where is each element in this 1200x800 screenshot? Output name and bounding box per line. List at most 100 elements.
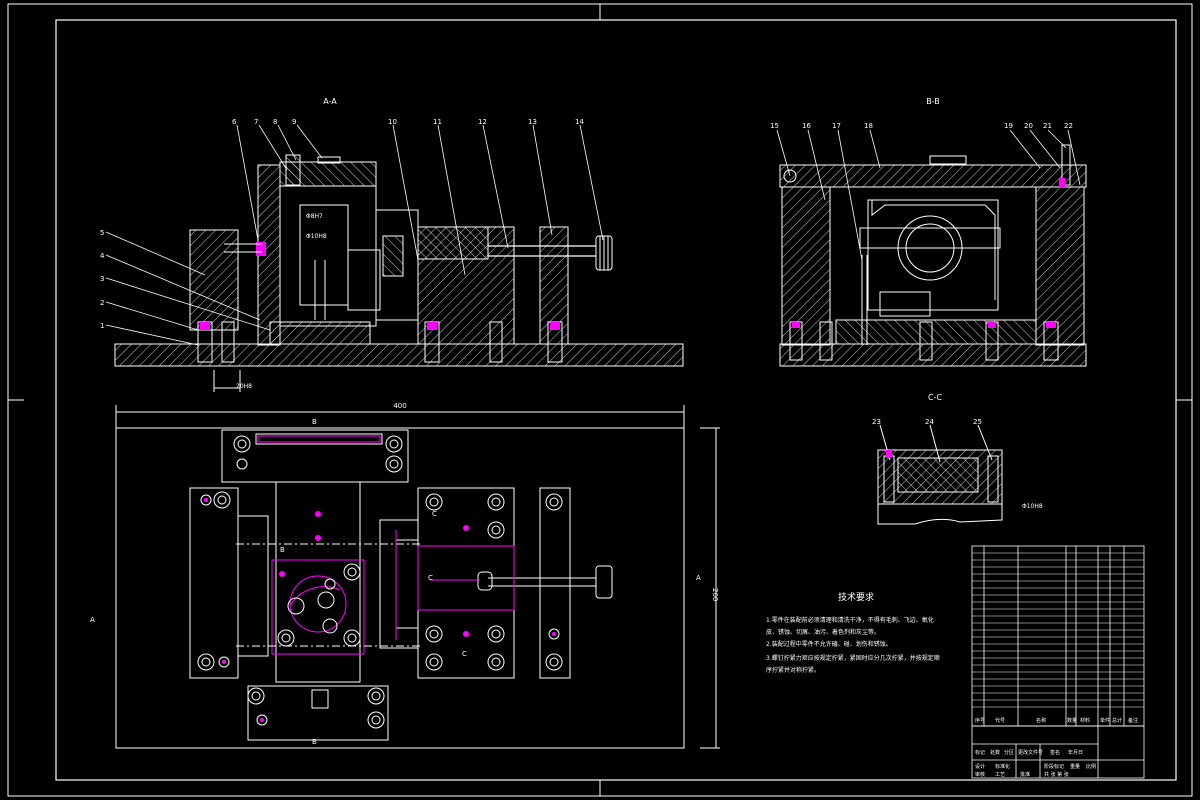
dim-tolerance-2: Φ10H8 [306, 233, 327, 240]
section-b-top: B [312, 418, 317, 426]
sign-date: 年月日 [1068, 749, 1083, 756]
balloon-16: 16 [802, 122, 811, 130]
tb-stage: 阶段标记 [1044, 763, 1064, 770]
plan-fasteners [197, 435, 563, 729]
tb-process: 工艺 [995, 772, 1005, 778]
balloon-13: 13 [528, 118, 537, 126]
base-plate [114, 343, 684, 367]
plan-accents [257, 435, 515, 640]
balloon-6: 6 [232, 118, 237, 126]
balloon-14: 14 [575, 118, 584, 126]
bom-rows [972, 552, 1144, 708]
hdr-qty: 数量 [1067, 717, 1077, 724]
balloon-3: 3 [100, 275, 104, 283]
sign-sign: 签名 [1050, 749, 1060, 756]
view-b-label: B-B [926, 97, 940, 106]
balloon-21: 21 [1043, 122, 1052, 130]
tech-line-1: 1.零件在装配前必须清理和清洗干净，不得有毛刺、飞边、氧化 [766, 616, 934, 624]
tech-line-2: 皮、锈蚀、切屑、油污、着色剂和灰尘等。 [766, 628, 880, 636]
sign-zone: 分区 [1004, 749, 1014, 756]
plan-view: 400 260 [115, 402, 720, 749]
balloons-view-b [776, 129, 1081, 261]
dim-bottom: 20H8 [236, 383, 252, 390]
title-block [971, 725, 1145, 779]
tb-sheet: 共 张 第 张 [1044, 771, 1069, 778]
center-plate [271, 559, 365, 655]
balloon-12: 12 [478, 118, 487, 126]
section-b-bottom: B [312, 738, 317, 746]
section-marks: A A B B C C B C [90, 418, 701, 746]
balloon-labels-c: 23 24 25 [872, 418, 982, 426]
hdr-code: 代号 [995, 717, 1005, 724]
view-a-label: A-A [323, 97, 337, 106]
b-top-bar [779, 164, 1087, 188]
dim-tolerance-c: Φ10H8 [1022, 503, 1043, 510]
tech-line-5: 序拧紧并对称拧紧。 [766, 666, 820, 674]
support-plate [269, 321, 371, 345]
section-b-mid: B [280, 546, 285, 554]
c-accent-mark [886, 450, 892, 458]
tb-scale: 比例 [1086, 763, 1096, 770]
hdr-total: 总计 [1112, 717, 1122, 724]
tech-line-3: 2.装配过程中零件不允许磕、碰、划伤和锈蚀。 [766, 640, 892, 648]
tb-check: 审核 [975, 771, 985, 778]
b-accent-marks [792, 178, 1065, 328]
view-c-section: C-C Φ10H8 [877, 393, 1043, 525]
inner-border [55, 19, 1177, 781]
balloon-1: 1 [100, 322, 104, 330]
dim-tolerance-1: Φ8H7 [306, 213, 323, 220]
balloon-2: 2 [100, 299, 104, 307]
balloon-9: 9 [292, 118, 296, 126]
dim-plan-height: 260 [711, 588, 719, 601]
balloon-8: 8 [273, 118, 277, 126]
b-right-pillar [1035, 186, 1085, 346]
dim-overall-width: 400 [393, 402, 406, 410]
hdr-remark: 备注 [1128, 717, 1138, 724]
tb-approve: 批准 [1020, 771, 1030, 778]
balloon-4: 4 [100, 252, 105, 260]
b-base [779, 343, 1087, 367]
section-a-left: A [90, 616, 95, 624]
balloon-11: 11 [433, 118, 442, 126]
balloon-20: 20 [1024, 122, 1033, 130]
balloon-7: 7 [254, 118, 258, 126]
title-block-text: 序号 代号 名称 数量 材料 单件 总计 备注 标记 处数 分区 更改文件号 签… [975, 717, 1138, 778]
balloon-25: 25 [973, 418, 982, 426]
hdr-material: 材料 [1080, 717, 1090, 724]
plan-magenta-holes [204, 498, 556, 722]
tech-title: 技术要求 [838, 591, 874, 603]
sign-count: 处数 [990, 749, 1000, 756]
tb-std: 标准化 [995, 763, 1010, 770]
balloons-view-a [105, 124, 604, 346]
tech-line-4: 3.螺钉拧紧力矩应按规定拧紧，紧固时应分几次拧紧，并按规定顺 [766, 654, 940, 662]
b-left-pillar [781, 186, 831, 346]
technical-requirements: 技术要求 1.零件在装配前必须清理和清洗干净，不得有毛刺、飞边、氧化 皮、锈蚀、… [766, 591, 940, 674]
sign-doc: 更改文件号 [1018, 749, 1043, 756]
hdr-name: 名称 [1036, 717, 1046, 724]
view-a-section: A-A [114, 97, 684, 392]
section-c-mid: C [428, 574, 433, 582]
outer-frame [7, 3, 1193, 797]
balloon-15: 15 [770, 122, 779, 130]
view-b-section: B-B [779, 97, 1087, 367]
balloon-24: 24 [925, 418, 934, 426]
balloon-23: 23 [872, 418, 881, 426]
balloon-22: 22 [1064, 122, 1073, 130]
left-bracket [189, 229, 239, 331]
tb-weight: 重量 [1070, 763, 1080, 770]
balloon-labels-b: 15 16 17 18 19 20 21 22 [770, 122, 1073, 130]
plan-outline [115, 427, 685, 749]
section-c-bottom: C [462, 650, 467, 658]
balloon-5: 5 [100, 229, 104, 237]
hdr-unit: 单件 [1100, 717, 1110, 724]
balloon-labels-a: 1 2 3 4 5 6 7 8 9 10 11 12 13 14 [100, 118, 584, 330]
balloon-10: 10 [388, 118, 397, 126]
view-c-label: C-C [928, 393, 942, 402]
sign-mark: 标记 [975, 749, 985, 756]
balloon-17: 17 [832, 122, 841, 130]
section-c-top: C [432, 510, 437, 518]
bom-table [971, 545, 1145, 727]
section-a-right: A [696, 574, 701, 582]
